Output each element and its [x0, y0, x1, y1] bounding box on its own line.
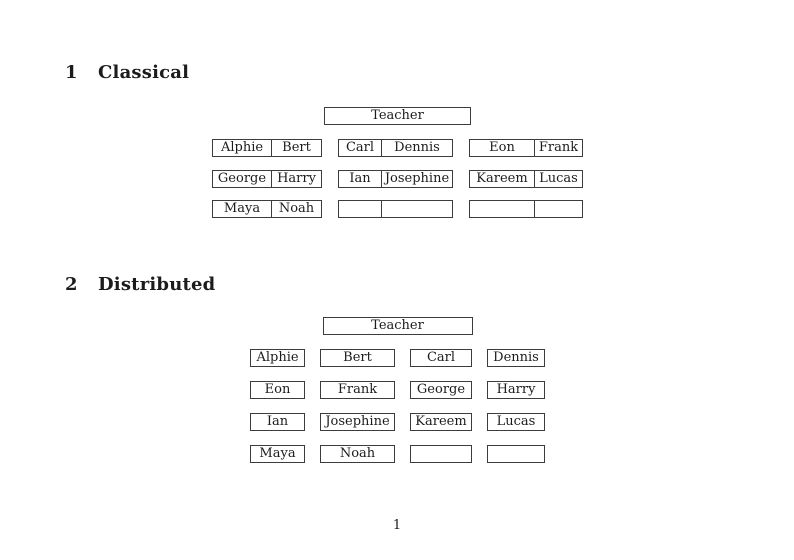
desk-seat-left — [339, 201, 382, 217]
section-number: 1 — [65, 62, 78, 83]
section-title: Classical — [98, 62, 190, 83]
student-box: Harry — [487, 381, 545, 399]
desk: Kareem Lucas — [469, 170, 583, 188]
desk-seat-right — [535, 201, 582, 217]
section-heading-classical: 1 Classical — [65, 62, 189, 83]
desk-seat-left: Carl — [339, 140, 382, 156]
desk-empty — [338, 200, 453, 218]
student-box-empty — [410, 445, 472, 463]
desk: Alphie Bert — [212, 139, 322, 157]
classical-diagram: Teacher Alphie Bert Carl Dennis Eon Fran… — [212, 107, 583, 218]
desk: Ian Josephine — [338, 170, 453, 188]
student-box: Eon — [250, 381, 305, 399]
student-box: Carl — [410, 349, 472, 367]
desk-row: George Harry Ian Josephine Kareem Lucas — [212, 170, 583, 188]
student-box: George — [410, 381, 472, 399]
desk-row: Alphie Bert Carl Dennis Eon Frank — [212, 139, 583, 157]
desk-seat-left: Ian — [339, 171, 382, 187]
distributed-diagram: Teacher Alphie Bert Carl Dennis Eon Fran… — [250, 317, 545, 463]
desk-seat-left: Alphie — [213, 140, 272, 156]
desk: Carl Dennis — [338, 139, 453, 157]
section-heading-distributed: 2 Distributed — [65, 274, 215, 295]
desk-row: Maya Noah — [250, 445, 545, 463]
desk-seat-right: Josephine — [384, 171, 450, 186]
desk: George Harry — [212, 170, 322, 188]
desk-row: Eon Frank George Harry — [250, 381, 545, 399]
desk: Eon Frank — [469, 139, 583, 157]
desk-seat-left: Kareem — [470, 171, 535, 187]
desk-row: Ian Josephine Kareem Lucas — [250, 413, 545, 431]
desk-row: Maya Noah — [212, 200, 583, 218]
desk-seat-left: Maya — [213, 201, 272, 217]
desk-seat-right: Frank — [538, 140, 579, 155]
student-box: Kareem — [410, 413, 472, 431]
student-box: Dennis — [487, 349, 545, 367]
student-box: Josephine — [320, 413, 395, 431]
student-box: Ian — [250, 413, 305, 431]
student-box: Noah — [320, 445, 395, 463]
page-number: 1 — [392, 518, 402, 533]
desk-row: Alphie Bert Carl Dennis — [250, 349, 545, 367]
teacher-box: Teacher — [322, 317, 473, 335]
student-box: Frank — [320, 381, 395, 399]
desk-empty — [469, 200, 583, 218]
student-box-empty — [487, 445, 545, 463]
desk-seat-right — [382, 201, 452, 217]
desk-seat-left — [470, 201, 535, 217]
section-number: 2 — [65, 274, 78, 295]
desk-seat-right: Harry — [277, 171, 316, 186]
desk-seat-right: Noah — [278, 201, 315, 216]
student-box: Maya — [250, 445, 305, 463]
desk-seat-right: Lucas — [539, 171, 578, 186]
desk-seat-left: George — [213, 171, 272, 187]
desk-seat-right: Bert — [282, 140, 311, 155]
student-box: Alphie — [250, 349, 305, 367]
section-title: Distributed — [98, 274, 216, 295]
desk: Maya Noah — [212, 200, 322, 218]
teacher-box: Teacher — [324, 107, 471, 125]
desk-seat-right: Dennis — [394, 140, 440, 155]
student-box: Bert — [320, 349, 395, 367]
desk-seat-left: Eon — [470, 140, 535, 156]
student-box: Lucas — [487, 413, 545, 431]
